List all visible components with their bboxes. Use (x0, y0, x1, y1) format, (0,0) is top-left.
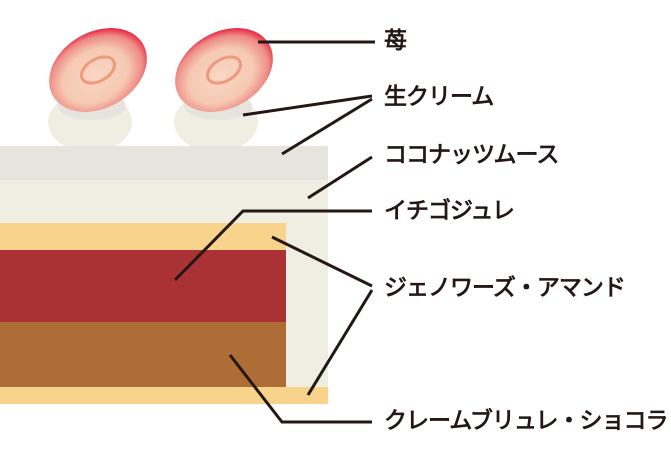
leader-line-cream (242, 94, 373, 117)
label-cremeux: クレームブリュレ・ショコラ (384, 408, 668, 434)
leader-line-genoise (271, 235, 373, 288)
label-strawberry: 苺 (384, 28, 407, 54)
leader-line-cremeux (228, 354, 372, 424)
leader-line-jelly (173, 209, 372, 282)
coconut-mousse-top (0, 146, 328, 180)
label-genoise: ジェノワーズ・アマンド (384, 275, 626, 301)
genoise-layer-top (0, 223, 286, 250)
leader-line-cream (281, 97, 373, 156)
strawberry-slice (175, 28, 273, 112)
genoise-layer-bottom (0, 387, 328, 404)
strawberry-jelly-layer (0, 250, 286, 322)
cremeux-layer (0, 322, 286, 387)
strawberry-slice (49, 28, 147, 112)
label-coconut-mousse: ココナッツムース (384, 142, 559, 168)
leader-line-mousse (307, 155, 373, 200)
leader-lines (173, 40, 375, 424)
label-cream: 生クリーム (384, 84, 494, 110)
leader-line-genoise (306, 289, 374, 396)
label-strawberry-jelly: イチゴジュレ (384, 198, 515, 224)
